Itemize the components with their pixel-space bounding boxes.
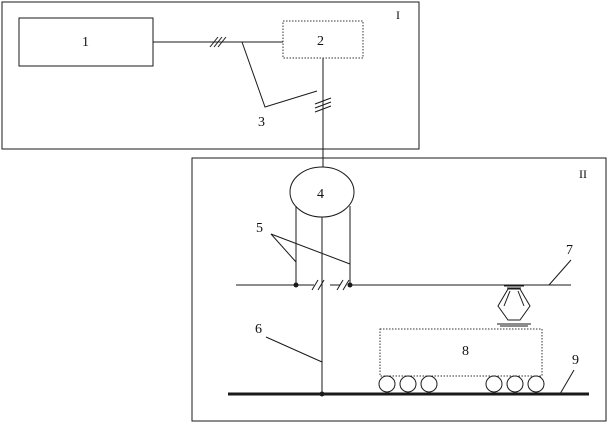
link-1-2-hatch-b [213, 36, 223, 48]
component-2: 2 [282, 20, 364, 59]
pantograph [497, 285, 531, 327]
component-9-label: 9 [572, 353, 579, 368]
line-7-break-b1 [336, 279, 344, 291]
label-5-leader: 5 [256, 221, 351, 265]
rail-9: 9 [228, 353, 589, 397]
zone-i: I [1, 1, 420, 150]
component-1-label: 1 [82, 35, 89, 50]
link-1-to-2 [153, 36, 283, 48]
leader-6-line [265, 336, 323, 363]
leader-3-line [241, 41, 318, 108]
line-7-break-a2 [317, 279, 325, 291]
component-8-label: 8 [462, 344, 469, 359]
wheel-1 [378, 375, 396, 393]
junction-rail [319, 391, 325, 397]
wheel-5 [506, 375, 524, 393]
leader-5-line-b [270, 233, 351, 265]
pantograph-inner-b [517, 290, 525, 307]
component-4: 4 [289, 166, 355, 218]
leader-7-line [548, 259, 572, 286]
component-6-label: 6 [255, 322, 262, 337]
wheel-3 [420, 375, 438, 393]
junction-right [347, 282, 353, 288]
zone-i-frame [1, 1, 420, 150]
component-2-label: 2 [317, 34, 324, 49]
component-5-label: 5 [256, 221, 263, 236]
link-2-4-hatch-a [314, 97, 332, 105]
wheel-4 [485, 375, 503, 393]
link-1-2-hatch-c [217, 36, 227, 48]
component-3-label: 3 [258, 115, 265, 130]
label-6-leader: 6 [255, 322, 323, 363]
line-7-break-a1 [311, 279, 319, 291]
leads-from-4 [295, 206, 351, 394]
leader-9-line [559, 369, 575, 395]
leader-5-line-a [270, 233, 297, 263]
component-2-box [282, 20, 364, 59]
label-3-leader: 3 [241, 41, 318, 130]
line-7-break-b2 [342, 279, 350, 291]
component-8-locomotive: 8 [378, 328, 545, 393]
link-2-to-4 [314, 58, 332, 167]
pantograph-inner-a [503, 290, 511, 307]
link-2-4-hatch-c [314, 105, 332, 113]
component-4-label: 4 [317, 187, 324, 202]
zone-i-label: I [396, 8, 400, 22]
locomotive-body [379, 328, 543, 377]
link-1-2-hatch-a [209, 36, 219, 48]
wheel-6 [527, 375, 545, 393]
link-2-4-hatch-b [314, 101, 332, 109]
component-7-label: 7 [566, 243, 573, 258]
zone-ii-label: II [579, 167, 587, 181]
zone-ii: II [191, 157, 607, 422]
line-7: 7 [236, 243, 573, 291]
zone-ii-frame [191, 157, 607, 422]
component-1: 1 [18, 17, 154, 67]
junction-left [293, 282, 299, 288]
pantograph-frame [497, 288, 531, 321]
wheel-2 [399, 375, 417, 393]
